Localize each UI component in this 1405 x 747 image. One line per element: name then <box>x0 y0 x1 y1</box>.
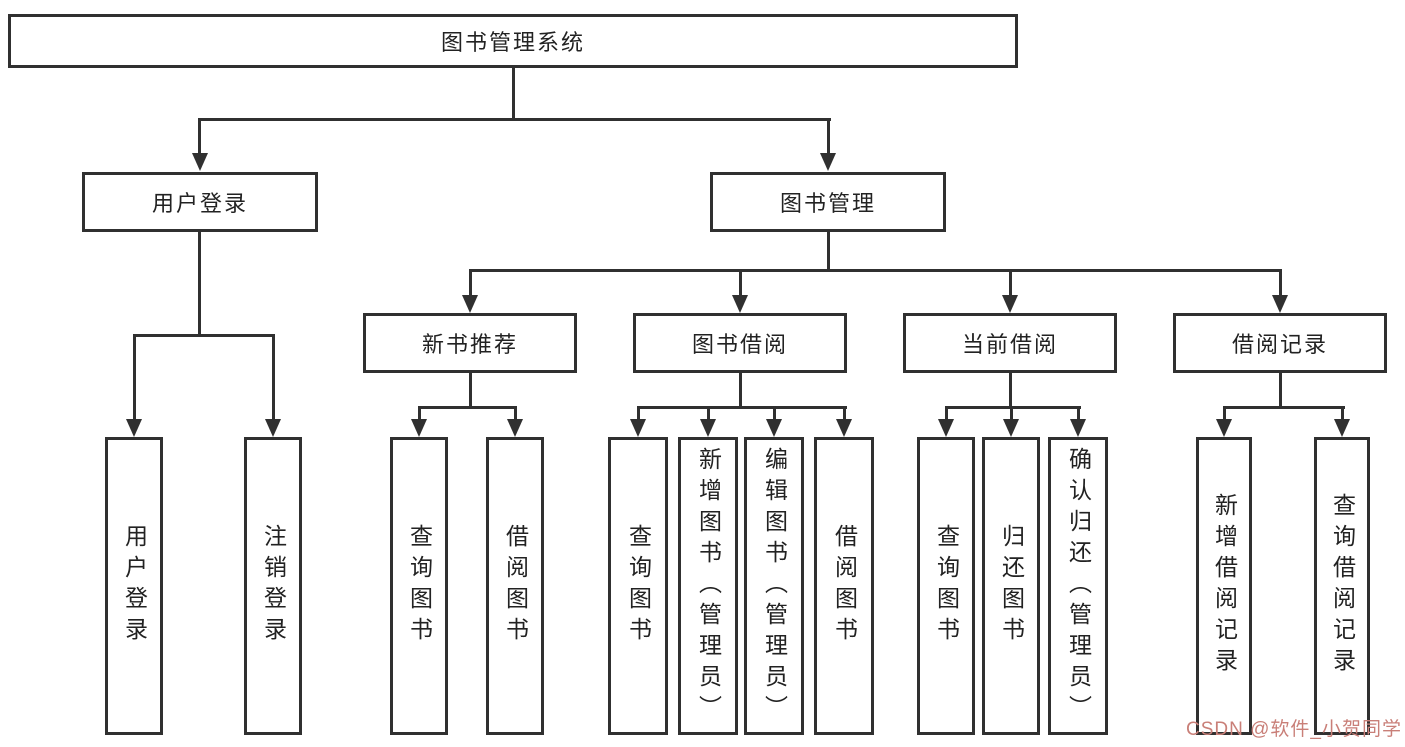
connector-line <box>512 68 515 120</box>
connector-line <box>514 406 517 421</box>
connector-line <box>198 118 201 156</box>
connector-line <box>469 373 472 408</box>
arrow-down-icon <box>462 295 478 313</box>
connector-line <box>272 334 275 420</box>
node-book-borrowing: 图书借阅 <box>633 313 847 373</box>
arrow-down-icon <box>1003 419 1019 437</box>
node-new-book-recommend: 新书推荐 <box>363 313 577 373</box>
arrow-down-icon <box>1272 295 1288 313</box>
connector-line <box>739 373 742 408</box>
leaf-query-books: 查询图书 <box>917 437 975 735</box>
connector-line <box>418 406 421 421</box>
node-book-management: 图书管理 <box>710 172 946 232</box>
connector-line <box>945 406 948 421</box>
connector-line <box>827 232 830 271</box>
leaf-query-books: 查询图书 <box>608 437 668 735</box>
arrow-down-icon <box>766 419 782 437</box>
connector-line <box>469 269 472 297</box>
connector-line <box>1077 406 1080 421</box>
arrow-down-icon <box>1070 419 1086 437</box>
arrow-down-icon <box>192 153 208 171</box>
csdn-watermark: CSDN @软件_小贺同学 <box>1186 719 1402 740</box>
arrow-down-icon <box>820 153 836 171</box>
connector-line <box>1279 269 1282 297</box>
connector-line <box>1010 406 1013 421</box>
arrow-down-icon <box>411 419 427 437</box>
leaf-borrow-books: 借阅图书 <box>486 437 544 735</box>
connector-line <box>773 406 776 421</box>
connector-line <box>1009 269 1012 297</box>
arrow-down-icon <box>938 419 954 437</box>
leaf-logout: 注销登录 <box>244 437 302 735</box>
node-current-borrowing: 当前借阅 <box>903 313 1117 373</box>
connector-line <box>827 118 830 156</box>
leaf-edit-books-admin: 编辑图书（管理员） <box>744 437 804 735</box>
arrow-down-icon <box>126 419 142 437</box>
connector-line <box>133 334 275 337</box>
connector-line <box>1223 406 1345 409</box>
connector-line <box>198 232 201 336</box>
connector-line <box>1009 373 1012 408</box>
connector-line <box>843 406 846 421</box>
connector-line <box>1341 406 1344 421</box>
arrow-down-icon <box>1334 419 1350 437</box>
arrow-down-icon <box>265 419 281 437</box>
connector-line <box>945 406 1081 409</box>
connector-line <box>707 406 710 421</box>
node-user-login: 用户登录 <box>82 172 318 232</box>
connector-line <box>198 118 831 121</box>
leaf-confirm-return-admin: 确认归还（管理员） <box>1048 437 1108 735</box>
connector-line <box>1279 373 1282 408</box>
leaf-user-login: 用户登录 <box>105 437 163 735</box>
arrow-down-icon <box>507 419 523 437</box>
leaf-borrow-books: 借阅图书 <box>814 437 874 735</box>
node-library-system: 图书管理系统 <box>8 14 1018 68</box>
connector-line <box>637 406 847 409</box>
connector-line <box>1223 406 1226 421</box>
connector-line <box>133 334 136 420</box>
connector-line <box>637 406 640 421</box>
connector-line <box>739 269 742 297</box>
arrow-down-icon <box>1216 419 1232 437</box>
arrow-down-icon <box>732 295 748 313</box>
arrow-down-icon <box>836 419 852 437</box>
leaf-add-books-admin: 新增图书（管理员） <box>678 437 738 735</box>
leaf-add-borrow-record: 新增借阅记录 <box>1196 437 1252 735</box>
leaf-query-borrow-record: 查询借阅记录 <box>1314 437 1370 735</box>
node-borrowing-records: 借阅记录 <box>1173 313 1387 373</box>
leaf-query-books: 查询图书 <box>390 437 448 735</box>
leaf-return-books: 归还图书 <box>982 437 1040 735</box>
arrow-down-icon <box>700 419 716 437</box>
arrow-down-icon <box>1002 295 1018 313</box>
connector-line <box>469 269 1282 272</box>
arrow-down-icon <box>630 419 646 437</box>
connector-line <box>418 406 517 409</box>
